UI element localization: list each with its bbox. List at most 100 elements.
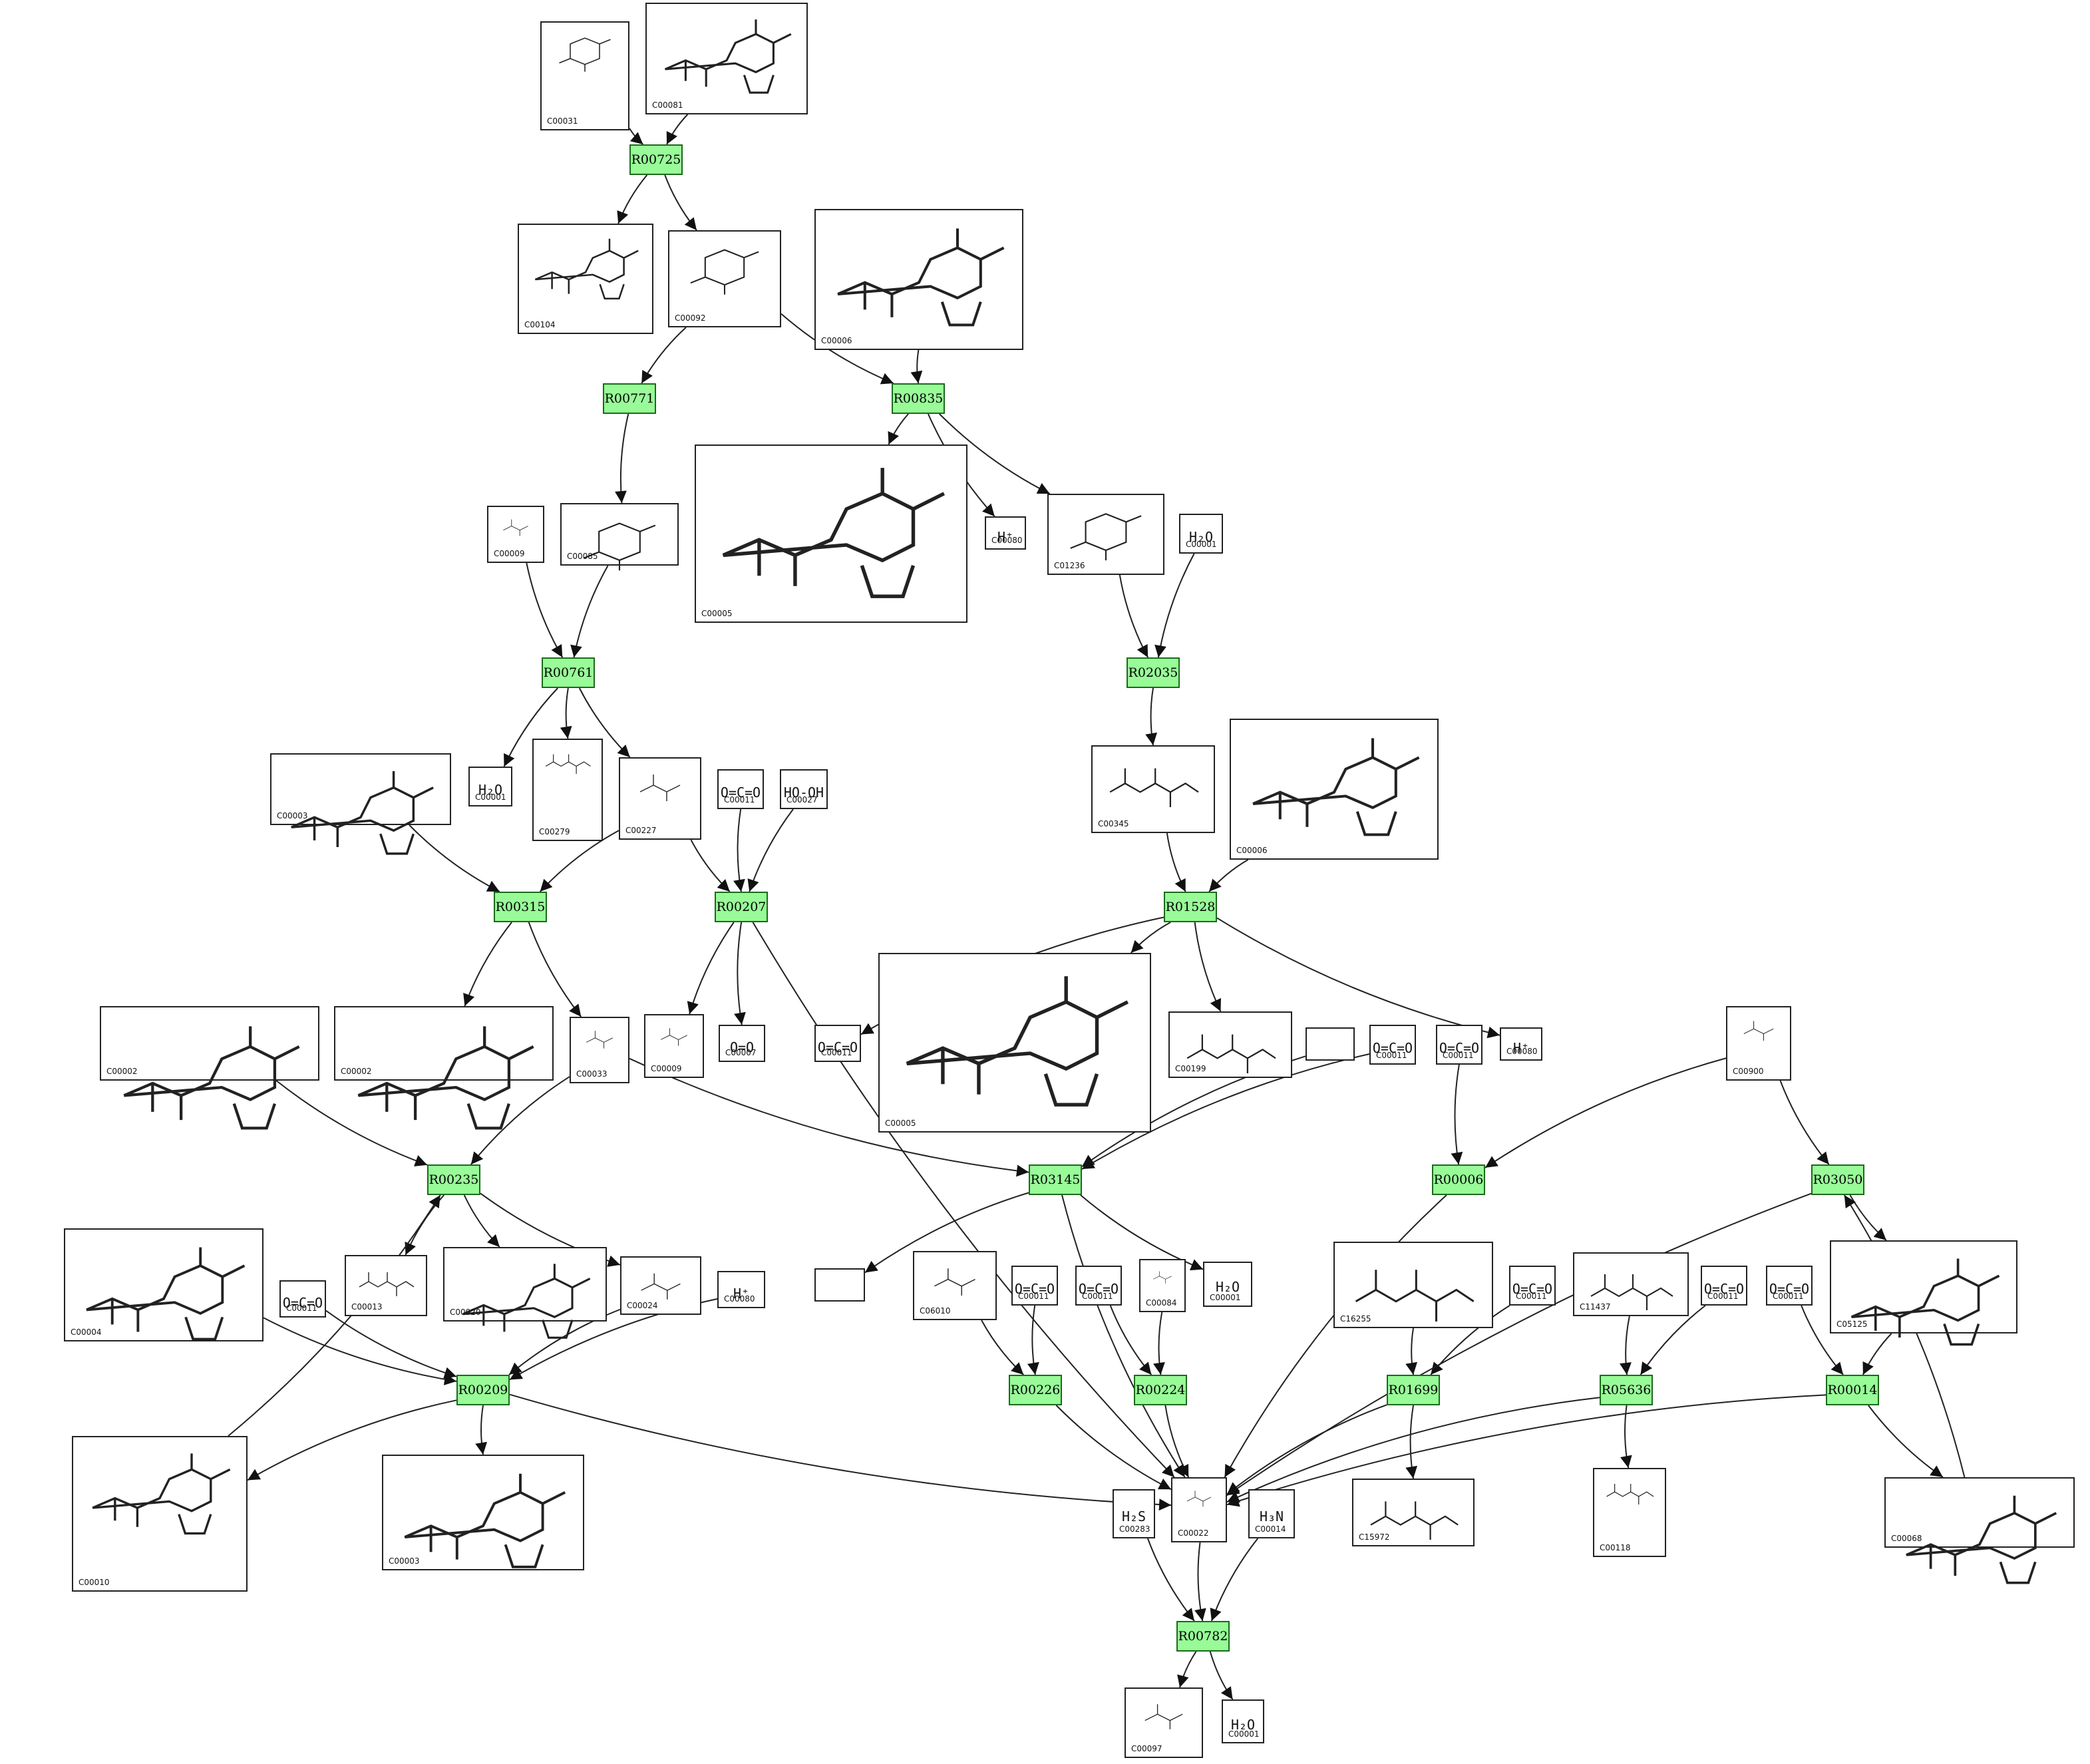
compound-node[interactable]: C00900 bbox=[1726, 1006, 1791, 1081]
compound-node[interactable]: C00199 bbox=[1168, 1011, 1292, 1078]
empty-compound-box[interactable] bbox=[1306, 1027, 1355, 1061]
compound-node[interactable]: C01236 bbox=[1047, 494, 1164, 575]
reaction-node[interactable]: R00235 bbox=[427, 1164, 480, 1195]
compound-id-label: C00001 bbox=[1228, 1729, 1260, 1739]
compound-id-label: C00001 bbox=[475, 793, 506, 802]
reaction-node[interactable]: R00209 bbox=[456, 1375, 510, 1405]
compound-id-label: C00024 bbox=[627, 1301, 658, 1310]
edge-arrow bbox=[1027, 1305, 1039, 1375]
edge-arrow bbox=[1226, 1397, 1600, 1503]
structure-drawing bbox=[503, 519, 528, 536]
compound-node[interactable]: C00118 bbox=[1593, 1468, 1666, 1557]
compound-node[interactable]: C00279 bbox=[532, 739, 603, 841]
structure-drawing bbox=[641, 1273, 681, 1300]
compound-node[interactable]: C00002 bbox=[334, 1006, 554, 1130]
edge-arrow bbox=[1080, 1194, 1204, 1271]
reaction-node[interactable]: R03050 bbox=[1811, 1164, 1864, 1195]
structure-drawing bbox=[1370, 1501, 1459, 1540]
compound-node[interactable]: C00031 bbox=[540, 21, 629, 130]
reaction-node[interactable]: R05636 bbox=[1600, 1375, 1653, 1405]
structure-drawing bbox=[837, 228, 1005, 327]
compound-node[interactable]: C11437 bbox=[1573, 1252, 1689, 1316]
compound-node[interactable]: C15972 bbox=[1352, 1479, 1475, 1546]
edge-arrow bbox=[1154, 553, 1195, 658]
reaction-node[interactable]: R00207 bbox=[715, 892, 768, 922]
compound-node[interactable]: C00003 bbox=[270, 753, 451, 855]
reaction-node[interactable]: R02035 bbox=[1127, 657, 1180, 688]
reaction-node[interactable]: R00014 bbox=[1826, 1375, 1879, 1405]
reaction-node[interactable]: R03145 bbox=[1029, 1164, 1082, 1195]
compound-node[interactable]: C00092 bbox=[668, 230, 781, 327]
reaction-node[interactable]: R00761 bbox=[542, 657, 595, 688]
edge-arrow bbox=[1640, 1305, 1706, 1375]
compound-formula: O=C=O bbox=[720, 785, 761, 801]
reaction-node[interactable]: R00224 bbox=[1134, 1375, 1187, 1405]
compound-node[interactable]: C00002 bbox=[100, 1006, 319, 1130]
compound-node[interactable]: C00005 bbox=[878, 953, 1151, 1133]
compound-node[interactable]: C00013 bbox=[345, 1255, 427, 1316]
structure-drawing bbox=[1144, 1704, 1183, 1729]
compound-id-label: C00011 bbox=[1082, 1292, 1113, 1301]
reaction-node[interactable]: R00006 bbox=[1432, 1164, 1485, 1195]
reaction-node[interactable]: R00226 bbox=[1009, 1375, 1062, 1405]
compound-node[interactable]: C00033 bbox=[570, 1017, 629, 1083]
compound-node[interactable]: C00005 bbox=[695, 444, 967, 623]
reaction-node[interactable]: R01699 bbox=[1387, 1375, 1440, 1405]
compound-node[interactable]: C00006 bbox=[814, 209, 1023, 350]
compound-node[interactable]: C00022 bbox=[1171, 1477, 1227, 1542]
compound-node[interactable]: H⁺C00080 bbox=[717, 1271, 765, 1308]
compound-node[interactable]: H⁺C00080 bbox=[985, 516, 1026, 550]
edge-arrow bbox=[1862, 1333, 1892, 1375]
compound-node[interactable]: C00345 bbox=[1091, 745, 1215, 833]
compound-node[interactable]: C00006 bbox=[1230, 719, 1439, 860]
compound-node[interactable]: C05125 bbox=[1830, 1240, 2017, 1346]
compound-node[interactable]: C00068 bbox=[1884, 1477, 2075, 1584]
compound-node[interactable]: C00097 bbox=[1125, 1687, 1203, 1758]
structure-drawing bbox=[86, 1247, 246, 1341]
compound-node[interactable]: C00004 bbox=[64, 1228, 263, 1341]
compound-node[interactable]: C00009 bbox=[487, 506, 544, 563]
reaction-node[interactable]: R01528 bbox=[1164, 892, 1217, 922]
reaction-node[interactable]: R00315 bbox=[494, 892, 547, 922]
compound-node[interactable]: C00081 bbox=[645, 3, 808, 114]
compound-node[interactable]: C00084 bbox=[1139, 1259, 1186, 1312]
reaction-node[interactable]: R00782 bbox=[1176, 1621, 1230, 1652]
compound-node[interactable]: C06010 bbox=[913, 1251, 997, 1320]
structure-drawing bbox=[404, 1473, 566, 1568]
compound-node[interactable]: C00010 bbox=[72, 1436, 248, 1592]
compound-node[interactable]: C16255 bbox=[1333, 1242, 1493, 1328]
compound-node[interactable]: C00009 bbox=[644, 1014, 704, 1078]
compound-node[interactable]: C00024 bbox=[620, 1256, 701, 1315]
structure-drawing bbox=[1590, 1274, 1673, 1310]
compound-node[interactable]: C00020 bbox=[443, 1247, 607, 1339]
compound-node[interactable]: C00227 bbox=[619, 757, 701, 840]
reaction-node[interactable]: R00835 bbox=[892, 383, 945, 414]
compound-formula: O=C=O bbox=[282, 1294, 323, 1311]
edge-arrow bbox=[1145, 687, 1158, 746]
compound-node[interactable]: C00085 bbox=[560, 503, 679, 571]
compound-node[interactable]: C00003 bbox=[382, 1455, 584, 1570]
compound-node[interactable]: H⁺C00080 bbox=[1500, 1027, 1542, 1061]
reaction-node[interactable]: R00725 bbox=[629, 144, 683, 175]
compound-node[interactable]: C00104 bbox=[518, 224, 653, 334]
empty-compound-box[interactable] bbox=[814, 1268, 865, 1302]
reaction-node[interactable]: R00771 bbox=[603, 383, 656, 414]
